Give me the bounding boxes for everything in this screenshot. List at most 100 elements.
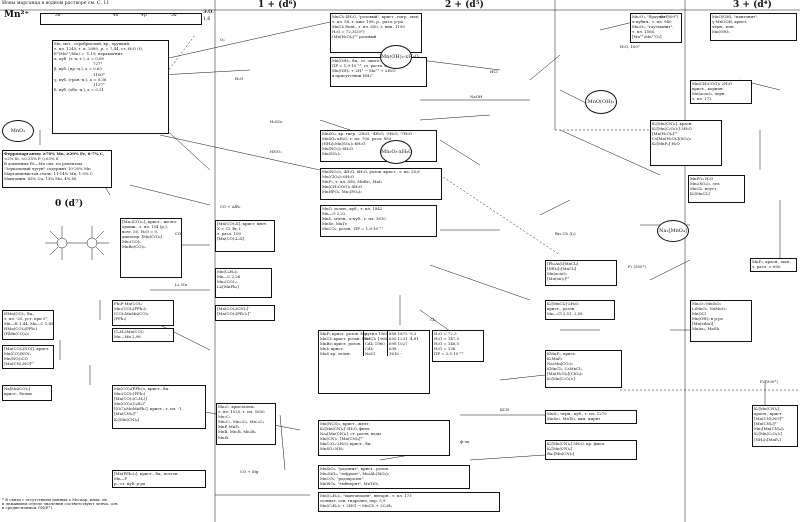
- footnote: * В связи с отсутствием данных о Mn-кар.…: [2, 497, 119, 510]
- mn3-complex-line: K₃[Mn(CN)₆], красн.: [652, 121, 693, 126]
- nitrosyl-line: [Mn(CO)₄(NO)], крист.: [4, 346, 50, 351]
- oxide-line: Mn—O 2,22: [322, 211, 346, 217]
- header-oxstate-1: 1 + (d⁶): [258, 0, 297, 10]
- cyclo-line: Mn—Mn 2,98: [114, 334, 141, 340]
- en-value: 1,6: [203, 17, 211, 22]
- chloride-box: MnCl₂·4H₂O, "розовый", крист., гигр., мо…: [330, 13, 422, 53]
- arrow-label: NaOH: [470, 94, 483, 99]
- table-cell: 650 1231 -4,81: [389, 336, 419, 342]
- mn3-hydroxide-line: γ-MnOOH, крист.: [712, 19, 748, 25]
- mn3-fluoride-line: т. разл. > 600: [752, 264, 781, 270]
- solubility-line: ПР = 2,5·10⁻¹⁰: [434, 351, 464, 357]
- organo-line: Mn₂(CO)₁₀: [217, 279, 238, 285]
- arrow-label: CO + AlR₃: [220, 204, 241, 209]
- arrow-label: H₂O: [235, 76, 244, 81]
- mn3-oxide-line: Mn₂O₃, "браунит",: [632, 14, 669, 19]
- arrow-label: KCN: [500, 407, 510, 412]
- carbides-box: Mn₃C, кристаллы, т. пл. 1520, т. пл. 163…: [216, 403, 276, 445]
- mn3-fluoride-box: MnF₃, красн., мон., т. разл. > 600: [750, 258, 797, 272]
- table-cell: CdCl₂ 1960: [365, 336, 388, 342]
- mn3-salts-box: MnPO₄·H₂O Mn₂(SO₄)₃, зел. MnCl₃, неуст. …: [688, 175, 745, 203]
- halide-carbonyl-box: [Mn(CO)₅X], крист. цвет. Х = Cl, Br, I т…: [215, 220, 275, 252]
- chloride-line: MnCl₂·4H₂O, "розовый", крист., гигр., мо…: [332, 14, 420, 19]
- sodium-line: крист., белые: [4, 391, 33, 397]
- solubility-line: Н₂О = 147,3: [434, 336, 460, 342]
- table-cell: MnI₂ крист.: [320, 346, 344, 352]
- arrow-label: H₂O, 100°: [620, 44, 640, 49]
- footnote-line: в лежавшем отделе значения соответствуют…: [2, 501, 119, 507]
- nitrosyl-line: [Mn(CN)₅NO]³⁻: [4, 361, 35, 367]
- table-cell: 698 1027: [389, 341, 408, 347]
- solubility-box: Н₂О = 72,3 Н₂О = 147,3 Н₂О = 146,5 Н₂О =…: [432, 330, 484, 362]
- silicate-line: Mn₂SiO₄, "тефроит", Mn₃Al₂(SiO₄)₃: [320, 471, 390, 477]
- hydride-line: Mn—H 1,44, Mn—C 1,85: [4, 321, 54, 327]
- orbital-diagram: 3d 4s 4p 5d: [40, 13, 202, 25]
- oxide-sulfide-box: MnO, зелен., куб., т. пл. 1842 Mn—O 2,22…: [320, 205, 437, 237]
- lower-line: Mn₂(CO)₉(PPh₃): [114, 391, 146, 397]
- hydroxide-line: ПР = 1,9·10⁻¹³, ст. раств. в к-тах: [332, 63, 399, 69]
- chloro-complex-box: K₂[MnCl₄]·2H₂O, крист., розов. Mn—Cl 2,5…: [545, 300, 615, 320]
- sulfate-line: Mn(SO₄)₂: [322, 151, 341, 157]
- sulfate-line: Mn(NO₃)₂·6H₂O: [322, 146, 354, 152]
- complex-salts-box: Mn(NCS)₂, крист., желт. K₄[Mn(CN)₆]·3H₂O…: [318, 420, 450, 456]
- sulfate-line: MnSO₄·xH₂O, т. пл. 700, разл. 850: [322, 136, 392, 142]
- arrow-label: Cl₂: [430, 317, 436, 322]
- disulfide-line: MnS₂, черн., куб., т. пл. 1270: [547, 411, 607, 416]
- mn3-oxide-box: Mn₂O₃, "браунит", α-кубич., т. пл. 940 M…: [630, 13, 682, 43]
- hydride-line: (HMn(CO)₄)₃: [4, 331, 30, 337]
- nitrate-line: Mn(CH₃COO)₂·4H₂O: [322, 184, 363, 190]
- organomanganese-box: Mn(C₆H₅)₂ Mn—C 2,26 Mn₂(CO)₁₀ Li₂[MnPh₄]: [215, 268, 272, 298]
- lower-line: K₅[Mn(CN)₆]: [114, 416, 139, 422]
- mn3-salts-line: Mn₂(SO₄)₃, зел.: [690, 181, 721, 187]
- table-cell: NaCl: [365, 351, 375, 357]
- complex-line: K₄[Mn(CN)₆]·3H₂O, фиол.: [320, 426, 371, 432]
- mn3-salts-line: MnCl₃, неуст.: [690, 186, 718, 192]
- alloy-line: Марганцевистая сталь: 11-14% Mn, 1-3% C: [4, 171, 93, 177]
- carbonyl-line: оранж., т. пл. 154 (р.),: [122, 224, 168, 230]
- carbonyl-structure: [45, 226, 109, 260]
- circle-node: Mn(OH)₂·xH₂O: [380, 45, 419, 69]
- orbital-4p: 4p: [141, 13, 147, 18]
- double-fluoride-line: KMnCl₃, CsMnCl₃: [547, 366, 582, 372]
- carbonyl-line: Mn₂(CO)₉: [122, 239, 141, 245]
- chloro-line: крист., розов.: [547, 306, 576, 312]
- carbide-line: Mn₅C₂, Mn₂₃C₆, Mn₁₅C₄: [218, 419, 264, 425]
- lower-line: [(OC)₅MnMnPh₃], крист., т. пл. -1,: [114, 406, 183, 412]
- arrow-label: H₂SO₄: [270, 119, 283, 124]
- sulfate-box: MnSO₄, кр. гигр. -2H₂O, -4H₂O, -5H₂O, -7…: [320, 130, 437, 162]
- mn3-cyano-box: K₃[Mn(CN)₆], красн., крист. [Mn(CN)₅NO]³…: [752, 405, 798, 447]
- hydride-box: HMn(CO)₅, бц., т. пл. -25, уст. при 0°, …: [2, 310, 54, 340]
- lower-line: [Mn(CN)₆]⁵⁻: [114, 411, 139, 417]
- arrow-label: CO: [175, 231, 182, 236]
- circle-node: Mn₂O₃·xH₂O: [380, 140, 412, 164]
- organic-line: Mn(acac)₂: [547, 271, 568, 277]
- mn3-mixed-line: LiMnO₂, NaMnO₂: [692, 306, 727, 312]
- alloy-line: В доменных Fe—Mn спл. по рецептам: [4, 161, 82, 167]
- silicate-line: MnSiO₃, "родонит", крист., розов.: [320, 466, 389, 471]
- hydroxide-box: Mn(OH)₂, бц., ст. окисл. O₂ на воздухе, …: [330, 57, 427, 87]
- arrow-label: HNO₃: [270, 149, 282, 154]
- table-cell: MnCl₂ крист. розов. Мп: [320, 336, 369, 342]
- mn3-salts-line: MnPO₄·H₂O: [690, 176, 714, 181]
- silicates-box: MnSiO₃, "родонит", крист., розов. Mn₂SiO…: [318, 465, 470, 489]
- oxide-line: MnS, зелен., α-куб., т. пл. 1610: [322, 216, 386, 222]
- oxide-line: MnSe, MnTe: [322, 221, 348, 227]
- organic-line: [Mn(en)₃]²⁺: [547, 276, 570, 282]
- organic-line: [Ph₃As]₂[MnCl₄]: [547, 261, 579, 266]
- phosphine-box: Ph₃P·Mn(CO)₄ Mn₂(CO)₈(PPh₃)₂ (CO)₅MnMn(C…: [112, 300, 174, 326]
- manganocene-line: Mn(C₅H₅)₂ + 2HCl → MnCl₂ + 2C₅H₆: [320, 503, 393, 509]
- header-oxstate-2: 2 + (d⁵): [445, 0, 484, 10]
- complex-line: Mn(NCS)₂, крист., желт.: [320, 421, 370, 426]
- lower-line: Mn(CO)₃(C₆H₆)⁺: [114, 401, 146, 407]
- manganocene-line: сольват. осн. гидролиз, пар. 5,9: [320, 498, 386, 504]
- complex-line: MnC₂O₄·2H₂O, крист., бц.: [320, 441, 372, 447]
- mn3-hydroxide-box: MnO(OH), "манганит", γ-MnOOH, крист. чер…: [710, 13, 797, 41]
- solubility-line: Н₂О = 146,5: [434, 341, 460, 347]
- mn3-salts-line: K₂[MnCl₅]: [690, 191, 710, 197]
- carbonyl-line: [Mn₂(CO)₁₀], крист., желто-: [122, 219, 178, 224]
- disulfide-box: MnS₂, черн., куб., т. пл. 1270 MnSe₂, Mn…: [545, 410, 637, 424]
- nitrate-line: Mn(NO₃)₂, 4H₂O, 6H₂O, розов. крист., т. …: [322, 169, 420, 174]
- so-label: Э.О.: [203, 10, 214, 15]
- complex-line: Na₄[Mn(CN)₆], ст. раств. воды: [320, 431, 381, 437]
- metal-line: 1137°: [93, 81, 105, 87]
